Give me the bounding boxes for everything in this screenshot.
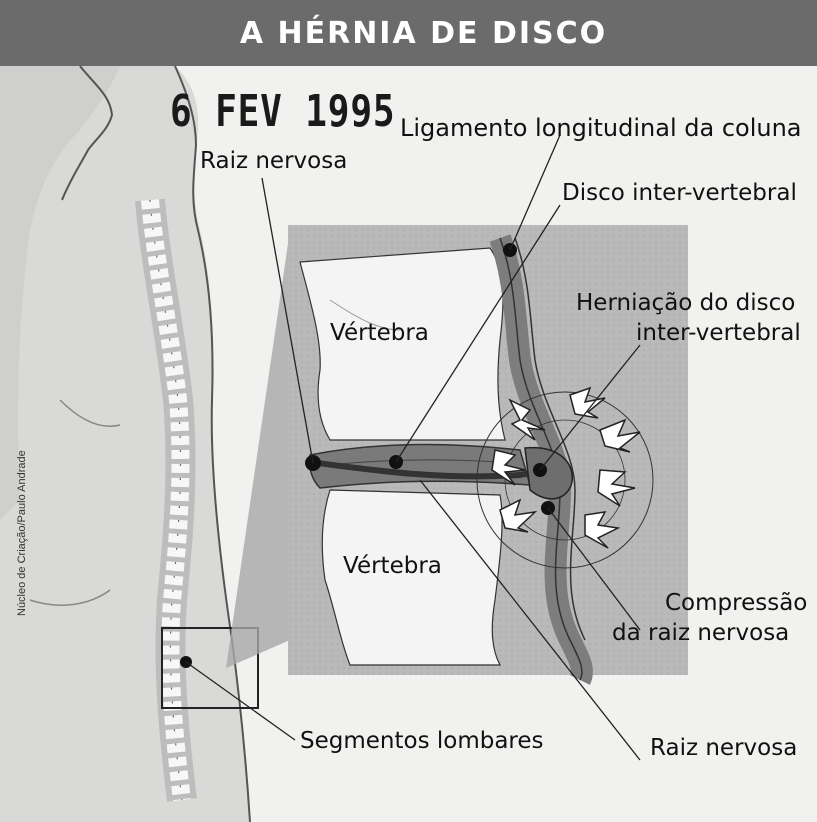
date-stamp: 6 FEV 1995 bbox=[170, 86, 396, 137]
label-vertebra-bottom: Vértebra bbox=[343, 553, 442, 579]
label-herniacao-2: inter-vertebral bbox=[636, 320, 801, 346]
label-segmentos-lombares: Segmentos lombares bbox=[300, 728, 544, 754]
label-raiz-nervosa-bottom: Raiz nervosa bbox=[650, 735, 798, 761]
page-title: A HÉRNIA DE DISCO bbox=[239, 15, 608, 51]
zoom-cone bbox=[226, 230, 290, 668]
herniation-bulge bbox=[524, 446, 573, 500]
label-herniacao-1: Herniação do disco bbox=[576, 290, 796, 316]
label-ligamento: Ligamento longitudinal da coluna bbox=[400, 114, 802, 142]
label-raiz-nervosa-top: Raiz nervosa bbox=[200, 148, 348, 174]
label-compressao-2: da raiz nervosa bbox=[612, 620, 790, 646]
image-credit: Núcleo de Criação/Paulo Andrade bbox=[16, 450, 28, 616]
label-compressao-1: Compressão bbox=[665, 590, 808, 616]
label-disco: Disco inter-vertebral bbox=[562, 180, 797, 206]
lower-vertebra bbox=[321, 489, 503, 666]
lumbar-segment-box bbox=[161, 627, 259, 709]
label-vertebra-top: Vértebra bbox=[330, 320, 429, 346]
spine-column bbox=[135, 198, 197, 802]
leader-lines bbox=[185, 134, 641, 761]
pain-bolts bbox=[491, 386, 641, 549]
title-bar: A HÉRNIA DE DISCO bbox=[0, 0, 817, 66]
pain-area bbox=[476, 391, 654, 569]
body-silhouette bbox=[0, 66, 250, 822]
